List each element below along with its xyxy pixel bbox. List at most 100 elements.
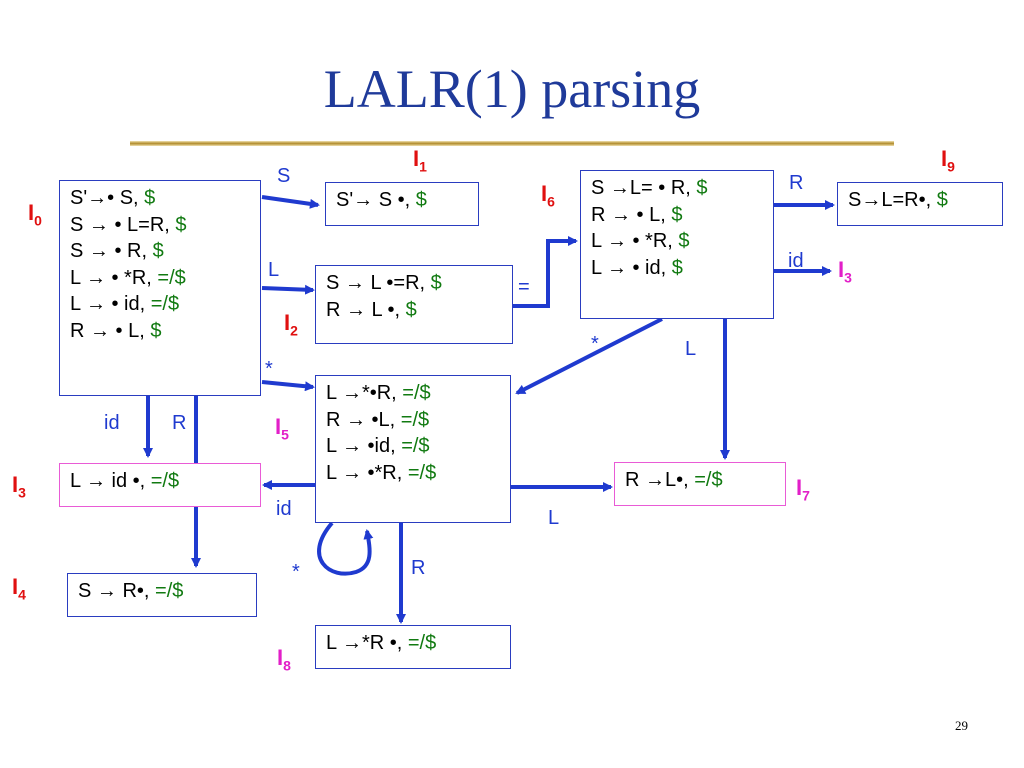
lookahead: $ bbox=[678, 230, 690, 253]
production: S'→• S, bbox=[70, 187, 145, 209]
label-i6-i7: L bbox=[685, 338, 697, 360]
arrow-i5-self bbox=[317, 521, 374, 576]
production: S → • L=R, bbox=[70, 213, 176, 236]
lr-item: S → R•, =/$ bbox=[78, 578, 246, 605]
lookahead: =/$ bbox=[407, 461, 437, 484]
state-label-i2: I2 bbox=[284, 310, 298, 339]
production: L → id •, bbox=[70, 470, 151, 492]
lr-item: R → •L, =/$ bbox=[326, 407, 500, 434]
lookahead: $ bbox=[430, 272, 442, 294]
lr-item: L → • *R, =/$ bbox=[70, 265, 250, 292]
production: S → • R, bbox=[70, 240, 153, 263]
lookahead: =/$ bbox=[407, 632, 437, 654]
state-box-i9: S→L=R•, $ bbox=[837, 182, 1003, 226]
production: L → • *R, bbox=[591, 230, 679, 253]
production: R → • L, bbox=[70, 319, 151, 342]
lr-item: R →L•, =/$ bbox=[625, 467, 775, 494]
label-i6-i3: id bbox=[788, 250, 804, 272]
lr-item: S→L=R•, $ bbox=[848, 187, 992, 214]
slide-title: LALR(1) parsing bbox=[323, 59, 701, 119]
lookahead: =/$ bbox=[150, 470, 180, 492]
production: R → •L, bbox=[326, 408, 401, 431]
page-number: 29 bbox=[955, 718, 968, 733]
production: S→L=R•, bbox=[848, 189, 937, 211]
label-i5-i8: R bbox=[411, 557, 426, 579]
lr-item: L → •id, =/$ bbox=[326, 433, 500, 460]
lookahead: $ bbox=[671, 203, 683, 226]
lr-item: S'→ S •, $ bbox=[336, 187, 468, 214]
state-box-i8: L →*R •, =/$ bbox=[315, 625, 511, 669]
production: R →L•, bbox=[625, 469, 695, 491]
production: L → •*R, bbox=[326, 461, 408, 484]
label-i5-i3: id bbox=[276, 498, 292, 520]
lr-item: R → L •, $ bbox=[326, 297, 502, 324]
production: R → L •, bbox=[326, 298, 406, 321]
lookahead: =/$ bbox=[401, 435, 430, 458]
lookahead: =/$ bbox=[155, 580, 184, 602]
lr-item: S → L •=R, $ bbox=[326, 270, 502, 297]
lr-item: R → • L, $ bbox=[591, 202, 763, 229]
lookahead: =/$ bbox=[150, 293, 180, 316]
production: S → L •=R, bbox=[326, 272, 431, 294]
label-i5-i7: L bbox=[548, 507, 560, 529]
production: S'→ S •, bbox=[336, 189, 416, 211]
lr-item: S → • L=R, $ bbox=[70, 212, 250, 239]
lookahead: =/$ bbox=[402, 382, 431, 404]
state-label-i5: I5 bbox=[275, 414, 289, 443]
lr-item: L → id •, =/$ bbox=[70, 468, 250, 495]
state-label-i7: I7 bbox=[796, 475, 810, 504]
lookahead: $ bbox=[405, 298, 417, 321]
production: S →L= • R, bbox=[591, 177, 697, 199]
lr-item: L → • id, =/$ bbox=[70, 291, 250, 318]
arrow-i2-i6 bbox=[513, 236, 578, 308]
lr-item: L → • id, $ bbox=[591, 255, 763, 282]
lookahead: $ bbox=[152, 240, 164, 263]
arrow-i0-i5 bbox=[261, 380, 315, 392]
lr-item: L → •*R, =/$ bbox=[326, 460, 500, 487]
lookahead: =/$ bbox=[400, 408, 430, 431]
lookahead: $ bbox=[144, 187, 156, 209]
lookahead: =/$ bbox=[157, 266, 186, 289]
production: L → • *R, bbox=[70, 266, 158, 289]
state-label-i3-ref: I3 bbox=[838, 257, 852, 286]
state-box-i1: S'→ S •, $ bbox=[325, 182, 479, 226]
lr-item: R → • L, $ bbox=[70, 318, 250, 345]
lr-item: S →L= • R, $ bbox=[591, 175, 763, 202]
lr-item: L →*R •, =/$ bbox=[326, 630, 500, 657]
lookahead: $ bbox=[175, 213, 187, 236]
state-label-i0: I0 bbox=[28, 200, 42, 229]
state-box-i0: S'→• S, $S → • L=R, $S → • R, $L → • *R,… bbox=[59, 180, 261, 396]
lookahead: =/$ bbox=[694, 469, 723, 491]
label-i0-i2: L bbox=[268, 259, 280, 281]
lookahead: $ bbox=[415, 189, 427, 211]
label-i6-i9: R bbox=[789, 172, 804, 194]
state-box-i7: R →L•, =/$ bbox=[614, 462, 786, 506]
state-box-i4: S → R•, =/$ bbox=[67, 573, 257, 617]
label-i0-i4: R bbox=[172, 412, 187, 434]
production: L → • id, bbox=[591, 256, 672, 279]
lr-item: S'→• S, $ bbox=[70, 185, 250, 212]
lookahead: $ bbox=[936, 189, 948, 211]
lr-item: L →*•R, =/$ bbox=[326, 380, 500, 407]
lr-item: L → • *R, $ bbox=[591, 228, 763, 255]
state-box-i6: S →L= • R, $R → • L, $L → • *R, $L → • i… bbox=[580, 170, 774, 319]
state-box-i5: L →*•R, =/$R → •L, =/$L → •id, =/$L → •*… bbox=[315, 375, 511, 523]
state-label-i3: I3 bbox=[12, 472, 26, 501]
state-label-i1: I1 bbox=[413, 146, 427, 175]
production: S → R•, bbox=[78, 580, 156, 602]
production: L → • id, bbox=[70, 293, 151, 316]
lookahead: $ bbox=[671, 256, 683, 279]
state-label-i8: I8 bbox=[277, 645, 291, 674]
state-label-i6: I6 bbox=[541, 181, 555, 210]
state-box-i3: L → id •, =/$ bbox=[59, 463, 261, 507]
label-i6-i5: * bbox=[591, 333, 599, 355]
label-i0-i3: id bbox=[104, 412, 120, 434]
lookahead: $ bbox=[150, 319, 162, 342]
state-label-i9: I9 bbox=[941, 146, 955, 175]
label-i0-i1: S bbox=[277, 165, 291, 187]
lr-item: S → • R, $ bbox=[70, 238, 250, 265]
production: R → • L, bbox=[591, 203, 672, 226]
production: L →*•R, bbox=[326, 382, 403, 404]
